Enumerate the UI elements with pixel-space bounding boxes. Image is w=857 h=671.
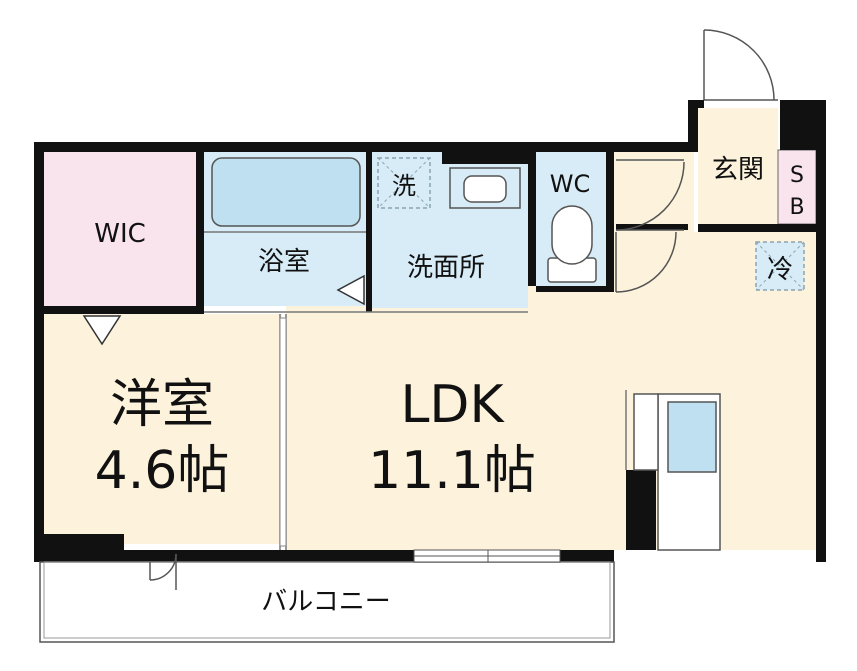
wc-label: WC xyxy=(550,170,591,198)
balcony-label: バルコニー xyxy=(261,587,390,617)
ldk-name: LDK xyxy=(400,375,505,435)
kitchen-cabinet xyxy=(633,393,659,471)
partition-sliding-door xyxy=(279,317,287,547)
bathroom-label: 浴室 xyxy=(258,247,310,277)
washroom-label: 洗面所 xyxy=(407,253,485,283)
shoebox xyxy=(777,149,817,225)
fridge-label: 冷 xyxy=(767,255,793,285)
ldk-door xyxy=(615,231,677,293)
hall-floor xyxy=(604,152,694,234)
balcony-inner xyxy=(43,561,611,639)
entrance-door xyxy=(703,29,778,101)
balcony-door xyxy=(149,553,177,590)
balcony-outline xyxy=(39,561,615,643)
western-room-floor xyxy=(44,314,282,544)
kitchen-sink xyxy=(667,401,717,473)
washer-label: 洗 xyxy=(392,172,416,200)
wic-floor xyxy=(44,152,196,308)
bath-door-marker xyxy=(336,274,365,306)
shoebox-label-s: S xyxy=(790,163,804,188)
toilet-bowl xyxy=(551,205,593,265)
shoebox-label-b: B xyxy=(789,195,804,220)
wic-door-marker xyxy=(82,315,122,346)
bathtub xyxy=(211,157,361,227)
western-room-name: 洋室 xyxy=(110,375,214,435)
western-room-size: 4.6帖 xyxy=(95,441,230,501)
washbasin-bowl xyxy=(463,175,507,203)
hall-door xyxy=(615,159,685,231)
window-ldk xyxy=(413,549,561,563)
wic-label: WIC xyxy=(94,219,146,249)
entrance-floor xyxy=(698,108,778,224)
ldk-size: 11.1帖 xyxy=(368,441,536,501)
entrance-label: 玄関 xyxy=(712,155,764,185)
